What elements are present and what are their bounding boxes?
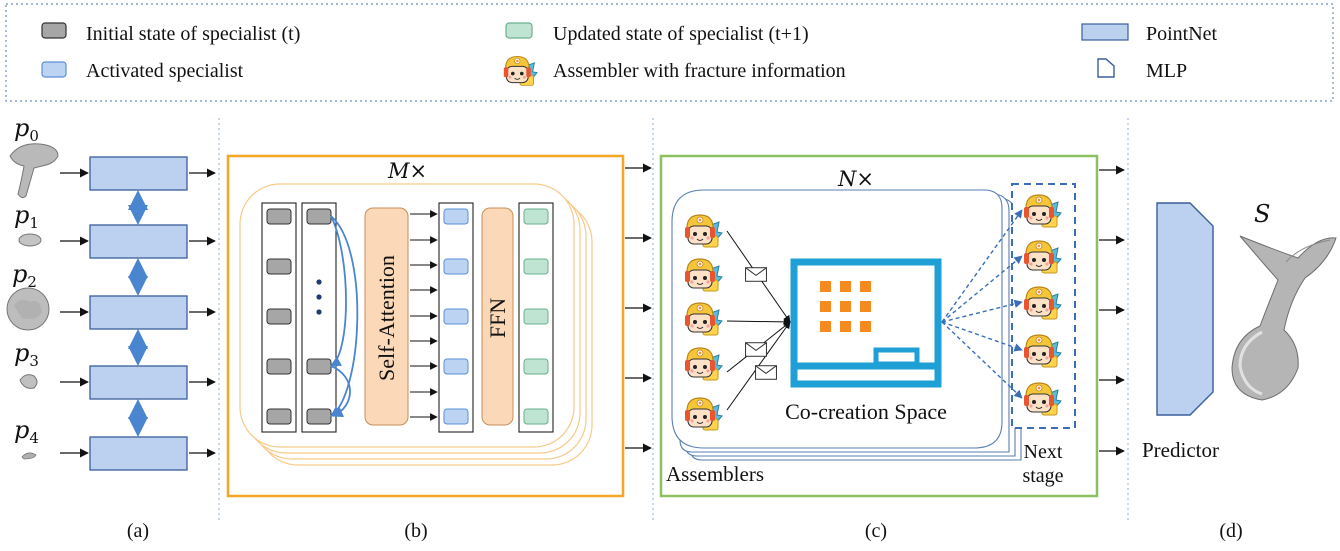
token-column-selected: [301, 202, 337, 433]
legend-green-swatch: [505, 22, 533, 39]
green-token: [523, 258, 549, 275]
blue-token: [443, 408, 469, 425]
pointnet-box-4: [89, 436, 188, 471]
legend-blue-swatch: [41, 61, 67, 78]
blue-token: [443, 358, 469, 375]
pointnet-box-0: [89, 156, 188, 191]
pointnet-box-1: [89, 224, 188, 259]
legend-pointnet-swatch: [1081, 23, 1129, 41]
pointnet-box-2: [89, 295, 188, 330]
self-attention-label: Self-Attention: [374, 255, 399, 381]
legend-pointnet: PointNet: [1146, 23, 1218, 45]
caption-a: (a): [127, 520, 149, 542]
cocreation-outer-box: [659, 154, 1099, 498]
caption-b: (b): [404, 520, 427, 542]
transformer-outer-box: [226, 154, 625, 498]
next-stage-label-line2: stage: [1022, 465, 1063, 487]
label-p3: p3: [14, 339, 39, 370]
green-token: [523, 358, 549, 375]
next-stage-label-line1: Next: [1024, 441, 1063, 463]
green-token: [523, 408, 549, 425]
legend-updated-state: Updated state of specialist (t+1): [553, 23, 809, 45]
predictor-label: Predictor: [1142, 438, 1219, 462]
assembled-object-shape: [1231, 235, 1337, 401]
legend-assembler-icon: [503, 55, 538, 86]
message-icon: [755, 365, 777, 380]
gray-token: [266, 358, 292, 375]
label-p4: p4: [14, 416, 39, 447]
repeat-n-label: N×: [837, 167, 874, 191]
legend-assembler: Assembler with fracture information: [553, 60, 846, 82]
caption-d: (d): [1219, 520, 1242, 542]
gray-token: [306, 408, 332, 425]
fragment-p4-shape: [21, 452, 37, 460]
ffn-block: [481, 207, 514, 426]
legend-mlp-swatch: [1097, 58, 1115, 78]
blue-token: [443, 208, 469, 225]
legend-mlp: MLP: [1146, 60, 1187, 82]
cocreation-space-icon: [790, 258, 942, 388]
gray-token: [266, 208, 292, 225]
green-token: [523, 308, 549, 325]
message-icon: [745, 342, 767, 357]
legend-gray-swatch: [41, 22, 67, 39]
gray-token: [306, 208, 332, 225]
ffn-label: FFN: [485, 298, 510, 338]
legend-activated: Activated specialist: [86, 60, 244, 82]
repeat-m-label: M×: [387, 159, 427, 183]
routing-arcs: [330, 215, 359, 418]
cocreation-space-label: Co-creation Space: [785, 399, 947, 424]
pointnet-box-3: [89, 365, 188, 400]
fragment-p1-shape: [18, 233, 42, 247]
gray-token: [266, 308, 292, 325]
label-p0: p0: [14, 114, 39, 145]
panel-d: Predictor S (d): [1142, 200, 1337, 542]
green-token: [523, 208, 549, 225]
ellipsis-icon: [316, 279, 322, 315]
legend-box: Initial state of specialist (t) Activate…: [5, 3, 1334, 102]
output-s-label: S: [1254, 200, 1270, 228]
panel-b: M×: [226, 154, 652, 542]
gray-token: [266, 258, 292, 275]
panel-a: p0 p1 p2 p3 p4: [6, 114, 216, 542]
predictor-mlp-block: [1156, 202, 1214, 416]
message-icon: [745, 267, 767, 282]
self-attention-block: [364, 207, 409, 426]
label-p1: p1: [14, 201, 39, 232]
panel-c: N×: [659, 154, 1125, 542]
fragment-p3-shape: [19, 374, 38, 389]
assemblers-label: Assemblers: [666, 462, 764, 486]
label-p2: p2: [12, 260, 37, 291]
caption-c: (c): [865, 520, 887, 542]
blue-token: [443, 258, 469, 275]
section-separators: [218, 118, 1129, 522]
blue-token: [443, 308, 469, 325]
gray-token: [266, 408, 292, 425]
legend-initial-state: Initial state of specialist (t): [86, 23, 300, 45]
gray-token: [306, 358, 332, 375]
fragment-p0-shape: [9, 143, 59, 199]
